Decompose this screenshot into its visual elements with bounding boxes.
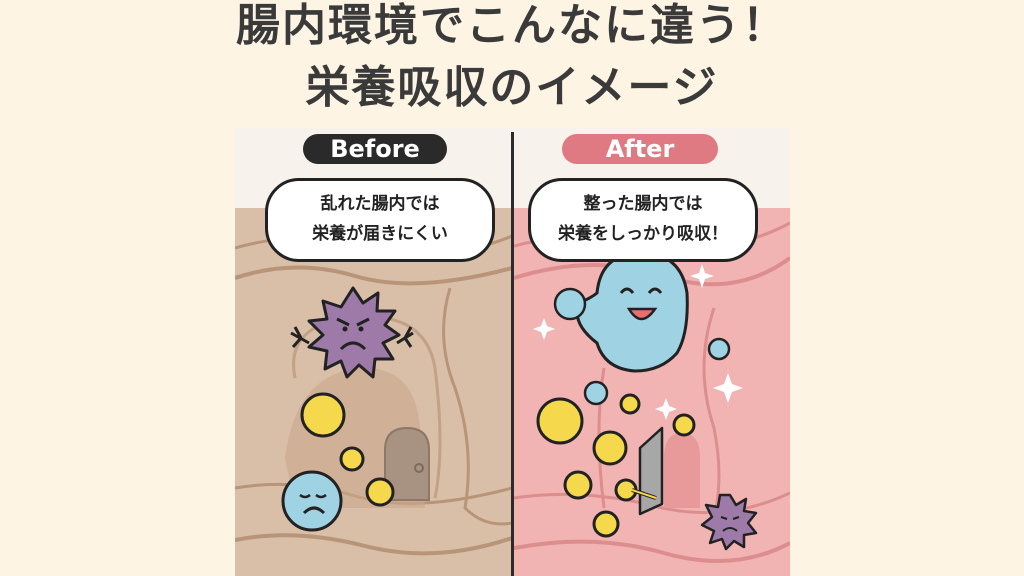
angry-germ-icon bbox=[290, 286, 414, 379]
sad-bacteria-icon bbox=[281, 470, 343, 532]
after-panel: After 整った腸内では 栄養をしっかり吸収！ bbox=[514, 128, 790, 576]
nutrient-balls-icon bbox=[536, 393, 696, 538]
small-germ-icon bbox=[700, 493, 758, 551]
closed-door-icon bbox=[384, 426, 430, 501]
before-illustration bbox=[235, 128, 512, 576]
before-panel: Before 乱れた腸内では 栄養が届きにくい bbox=[235, 128, 512, 576]
after-illustration bbox=[514, 128, 790, 576]
after-speech-bubble: 整った腸内では 栄養をしっかり吸収！ bbox=[528, 178, 758, 262]
after-badge: After bbox=[562, 134, 718, 164]
nutrient-balls-icon bbox=[300, 392, 395, 507]
before-bubble-line-2: 栄養が届きにくい bbox=[312, 224, 448, 244]
title-line-2: 栄養吸収のイメージ bbox=[305, 62, 719, 113]
after-bubble-line-1: 整った腸内では bbox=[583, 194, 703, 214]
before-badge: Before bbox=[303, 134, 447, 164]
sparkles-icon bbox=[533, 264, 743, 420]
open-door-icon bbox=[638, 426, 700, 516]
before-bubble-line-1: 乱れた腸内では bbox=[320, 194, 440, 214]
panel-divider bbox=[511, 132, 514, 576]
before-speech-bubble: 乱れた腸内では 栄養が届きにくい bbox=[265, 178, 495, 262]
title-line-1: 腸内環境でこんなに違う！ bbox=[236, 0, 788, 51]
after-bubble-line-2: 栄養をしっかり吸収！ bbox=[558, 224, 728, 244]
